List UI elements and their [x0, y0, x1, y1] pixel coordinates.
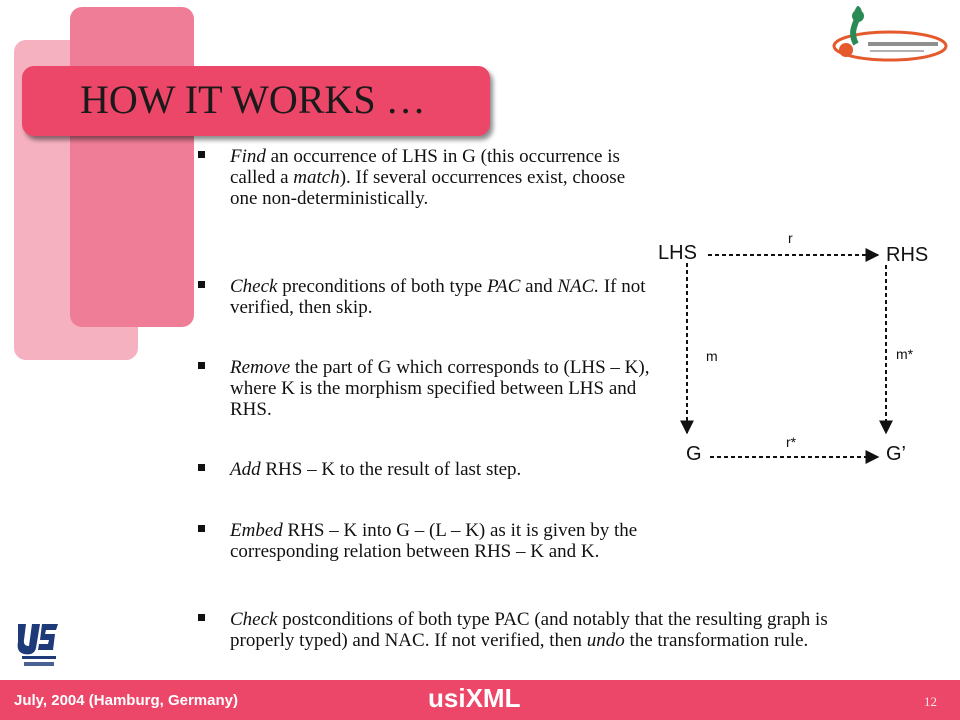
r-label: r: [788, 230, 793, 246]
footer-date: July, 2004 (Hamburg, Germany): [14, 692, 238, 709]
r-star-label: r*: [786, 434, 797, 450]
slide-title: HOW IT WORKS …: [80, 77, 426, 122]
graph-rule-diagram: LHS RHS G G’ r r* m m*: [658, 230, 928, 465]
bullet-text: Add RHS – K to the result of last step.: [230, 459, 522, 480]
bullet-marker: [198, 525, 205, 532]
bullet-marker: [198, 464, 205, 471]
bullet-text: Check preconditions of both type PAC and…: [230, 276, 646, 318]
page-number: 12: [924, 694, 937, 709]
footer-bar: July, 2004 (Hamburg, Germany) usiXML 12: [0, 680, 960, 720]
bullet-marker: [198, 151, 205, 158]
rhs-label: RHS: [886, 244, 928, 266]
bullet-marker: [198, 614, 205, 621]
usixml-logo: [17, 624, 58, 666]
decorative-block-front: [70, 7, 194, 327]
bullet-marker: [198, 281, 205, 288]
m-star-label: m*: [896, 346, 914, 362]
bullet-text: Find an occurrence of LHS in G (this occ…: [230, 146, 626, 209]
title-bar: HOW IT WORKS …: [22, 66, 490, 136]
m-label: m: [706, 348, 718, 364]
bullet-marker: [198, 362, 205, 369]
bullet-text: Embed RHS – K into G – (L – K) as it is …: [230, 520, 638, 562]
cameleon-logo: [832, 6, 948, 62]
lhs-label: LHS: [658, 242, 697, 264]
g-label: G: [686, 443, 702, 465]
g-prime-label: G’: [886, 443, 906, 465]
footer-brand: usiXML: [428, 683, 521, 713]
bullet-text: Remove the part of G which corresponds t…: [230, 357, 650, 420]
bullet-text: Check postconditions of both type PAC (a…: [230, 609, 828, 651]
